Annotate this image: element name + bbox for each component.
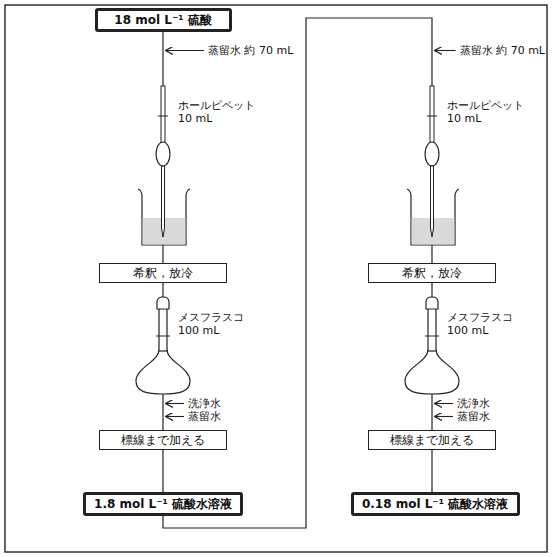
- process-box: 18 mol L⁻¹ 硫酸: [95, 8, 232, 32]
- box-text: 希釈，放冷: [402, 266, 462, 280]
- pipette-bulb: [156, 142, 170, 166]
- addition-label: 蒸留水: [457, 410, 490, 423]
- pipette-upper-tube: [161, 86, 165, 143]
- addition-arrow: [435, 50, 456, 51]
- outer-frame: [5, 5, 547, 552]
- flow-line: [162, 450, 163, 492]
- addition-arrow: [435, 416, 454, 417]
- box-text: 標線まで加える: [121, 433, 205, 447]
- box-text: 標線まで加える: [390, 433, 474, 447]
- addition-arrow: [435, 403, 454, 404]
- flask-body: [136, 350, 190, 394]
- addition-arrow: [166, 403, 185, 404]
- addition-arrow: [166, 50, 205, 51]
- apparatus-label: メスフラスコ 100 mL: [447, 311, 517, 337]
- flow-line: [431, 450, 432, 492]
- flask-neck: [159, 307, 167, 351]
- apparatus-column: [136, 86, 190, 394]
- flask-mark: [156, 336, 170, 337]
- process-box: 標線まで加える: [368, 430, 496, 450]
- process-box: 希釈，放冷: [368, 263, 496, 283]
- process-box: 1.8 mol L⁻¹ 硫酸水溶液: [83, 492, 243, 516]
- apparatus-label: メスフラスコ 100 mL: [178, 311, 248, 337]
- addition-label: 蒸留水 約 70 mL: [460, 44, 545, 57]
- apparatus-label: ホールピペット 10 mL: [178, 99, 258, 125]
- process-box: 0.18 mol L⁻¹ 硫酸水溶液: [351, 492, 520, 516]
- apparatus-label: ホールピペット 10 mL: [447, 99, 527, 125]
- pipette-mark: [158, 116, 168, 117]
- flask-stopper: [157, 297, 169, 309]
- box-text: 18 mol L⁻¹ 硫酸: [114, 13, 211, 27]
- pipette-lower-tube: [162, 166, 165, 237]
- addition-label: 洗浄水: [457, 397, 490, 410]
- box-text: 1.8 mol L⁻¹ 硫酸水溶液: [94, 497, 232, 511]
- box-text: 0.18 mol L⁻¹ 硫酸水溶液: [362, 497, 508, 511]
- process-box: 標線まで加える: [99, 430, 227, 450]
- addition-label: 洗浄水: [188, 397, 221, 410]
- box-text: 希釈，放冷: [133, 266, 193, 280]
- addition-arrow: [166, 416, 185, 417]
- addition-label: 蒸留水: [188, 410, 221, 423]
- addition-label: 蒸留水 約 70 mL: [208, 44, 293, 57]
- process-box: 希釈，放冷: [99, 263, 227, 283]
- apparatus-column: [405, 86, 459, 394]
